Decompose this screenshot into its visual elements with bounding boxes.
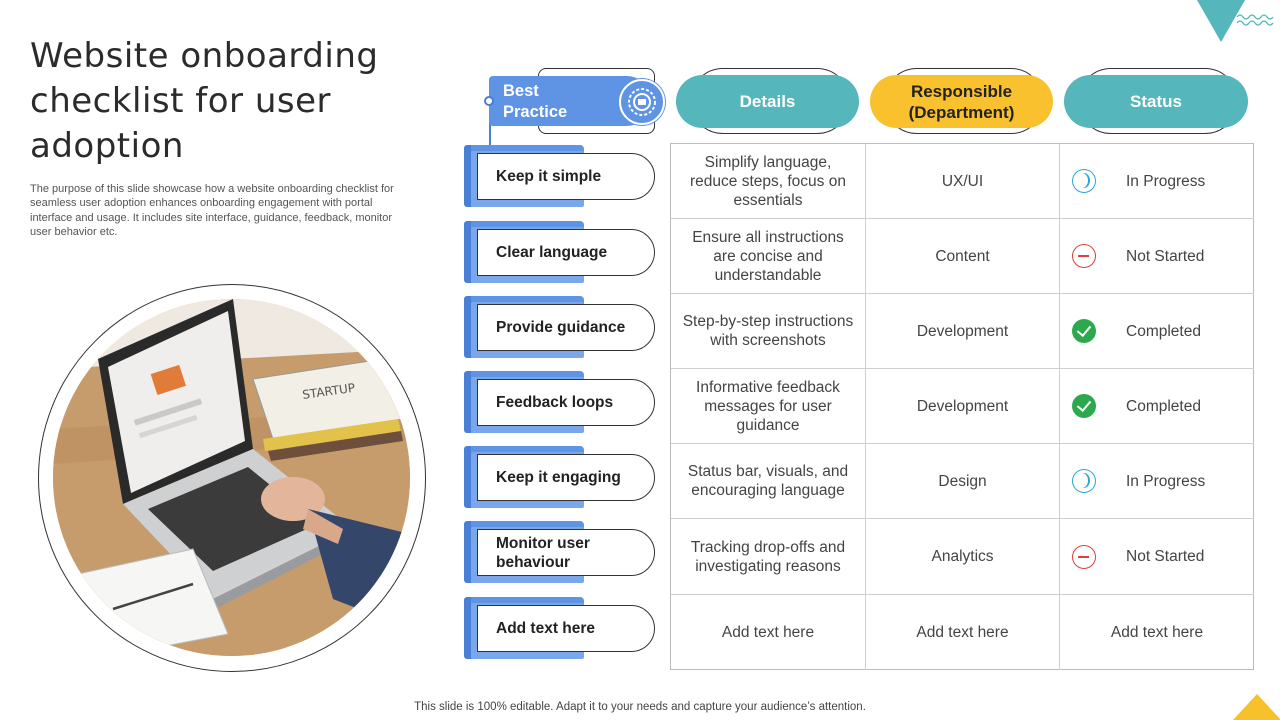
- not-started-icon: [1072, 244, 1096, 268]
- award-badge-icon: [619, 79, 665, 125]
- status-label: Completed: [1126, 322, 1201, 340]
- practice-row-7: Add text here: [464, 597, 656, 659]
- status-label: In Progress: [1126, 172, 1206, 190]
- checklist-table: Simplify language, reduce steps, focus o…: [670, 143, 1254, 670]
- details-cell: Ensure all instructions are concise and …: [671, 219, 866, 294]
- status-cell: Not Started: [1060, 519, 1254, 595]
- practice-spine-dot: [484, 96, 494, 106]
- status-label: Not Started: [1126, 247, 1205, 265]
- details-cell: Step-by-step instructions with screensho…: [671, 294, 866, 369]
- slide-subtitle: The purpose of this slide showcase how a…: [30, 183, 394, 238]
- laptop-photo: STARTUP: [53, 299, 410, 656]
- bottom-corner-triangle-decoration: [1233, 694, 1280, 720]
- not-started-icon: [1072, 544, 1096, 569]
- practice-row-5: Keep it engaging: [464, 446, 656, 508]
- practice-label: Keep it engaging: [477, 454, 655, 501]
- status-cell: Not Started: [1060, 219, 1254, 294]
- status-header: Status: [1064, 75, 1248, 128]
- corner-triangle-decoration: [1197, 0, 1245, 42]
- responsible-cell: Add text here: [866, 595, 1060, 670]
- practice-row-6: Monitor user behaviour: [464, 521, 656, 583]
- responsible-cell: Development: [866, 294, 1060, 369]
- status-label: Not Started: [1126, 548, 1205, 565]
- practice-label: Keep it simple: [477, 153, 655, 200]
- responsible-cell: Development: [866, 369, 1060, 444]
- status-label: Completed: [1126, 397, 1201, 415]
- practice-header-label: Best Practice: [503, 82, 568, 121]
- status-cell: Completed: [1060, 294, 1254, 369]
- status-cell: In Progress: [1060, 144, 1254, 219]
- practice-label: Feedback loops: [477, 379, 655, 426]
- responsible-cell: UX/UI: [866, 144, 1060, 219]
- details-cell: Tracking drop-offs and investigating rea…: [671, 519, 866, 595]
- practice-label: Add text here: [477, 605, 655, 652]
- practice-row-4: Feedback loops: [464, 371, 656, 433]
- details-header: Details: [676, 75, 859, 128]
- practice-row-3: Provide guidance: [464, 296, 656, 358]
- details-cell: Simplify language, reduce steps, focus o…: [671, 144, 866, 219]
- in-progress-icon: [1072, 169, 1096, 193]
- practice-label: Monitor user behaviour: [477, 529, 655, 576]
- in-progress-icon: [1072, 469, 1096, 493]
- details-cell: Informative feedback messages for user g…: [671, 369, 866, 444]
- wave-decoration-icon: [1236, 14, 1274, 26]
- status-cell: Completed: [1060, 369, 1254, 444]
- details-cell: Status bar, visuals, and encouraging lan…: [671, 444, 866, 519]
- practice-label: Provide guidance: [477, 304, 655, 351]
- status-cell: In Progress: [1060, 444, 1254, 519]
- status-label: In Progress: [1126, 472, 1206, 490]
- details-cell: Add text here: [671, 595, 866, 670]
- practice-row-1: Keep it simple: [464, 145, 656, 207]
- practice-spine: [489, 101, 491, 151]
- practice-row-2: Clear language: [464, 221, 656, 283]
- slide-footer: This slide is 100% editable. Adapt it to…: [0, 701, 1280, 713]
- footer-text: This slide is 100% editable. Adapt it to…: [414, 701, 866, 713]
- completed-icon: [1072, 394, 1096, 418]
- responsible-cell: Analytics: [866, 519, 1060, 595]
- responsible-cell: Content: [866, 219, 1060, 294]
- responsible-cell: Design: [866, 444, 1060, 519]
- status-cell: Add text here: [1110, 624, 1204, 641]
- practice-label: Clear language: [477, 229, 655, 276]
- slide-title: Website onboarding checklist for user ad…: [30, 36, 379, 166]
- completed-icon: [1072, 319, 1096, 343]
- responsible-header: Responsible (Department): [870, 75, 1053, 128]
